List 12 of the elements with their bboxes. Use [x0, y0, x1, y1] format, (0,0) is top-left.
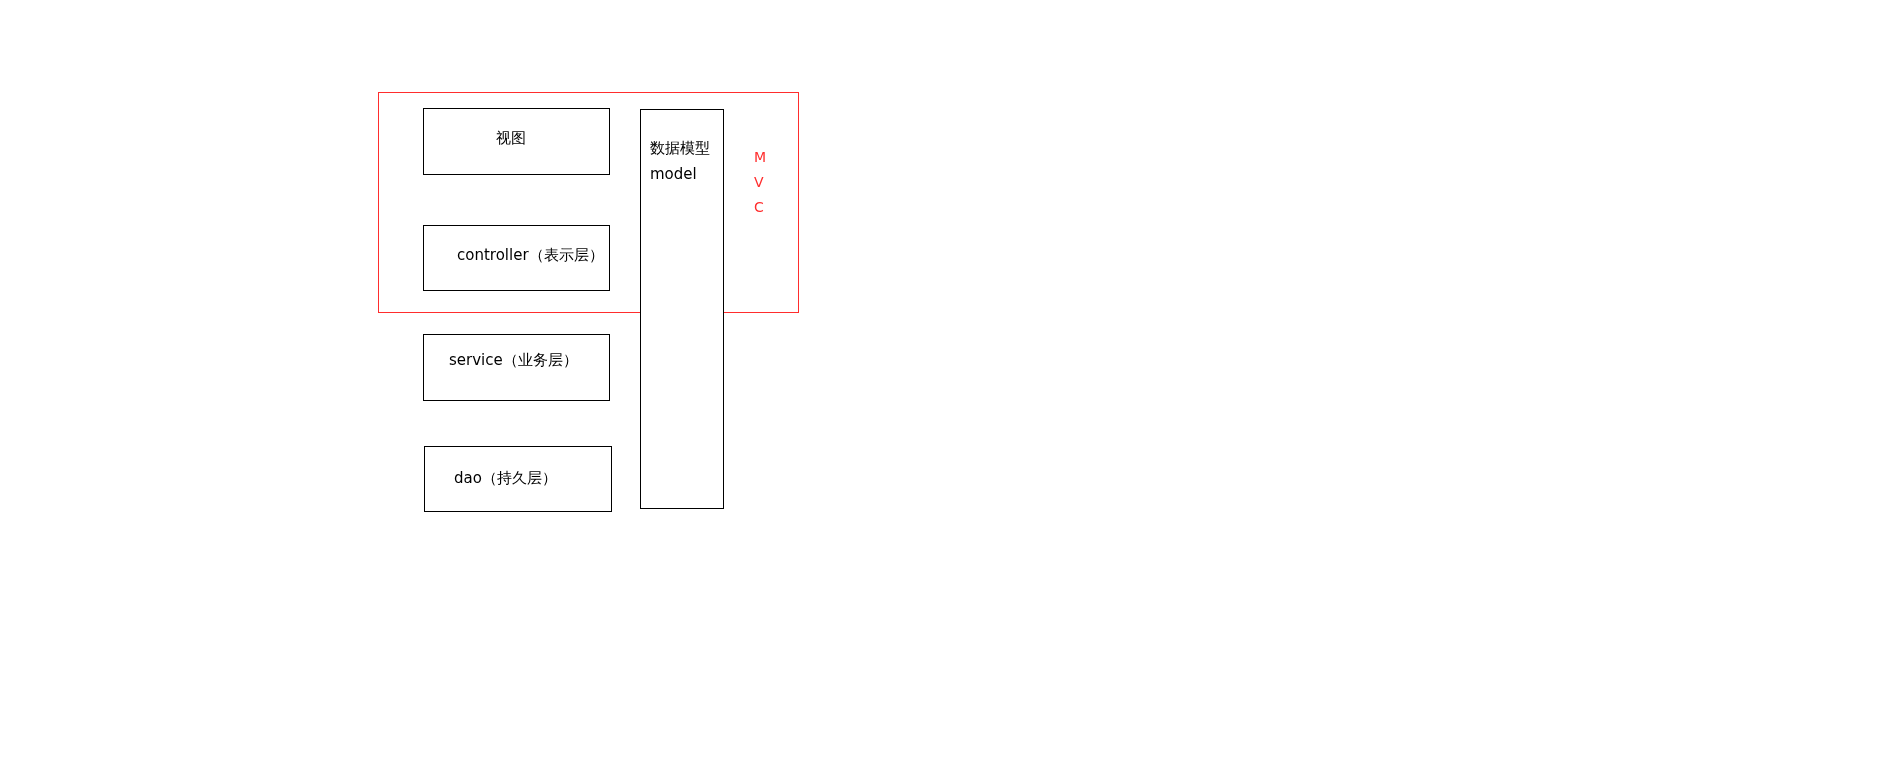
layer-box — [424, 446, 612, 512]
layer-box — [423, 334, 610, 401]
layer-box — [423, 225, 610, 291]
box-label: dao（持久层） — [454, 469, 557, 488]
group-label: M V C — [754, 148, 766, 217]
group-frame — [378, 92, 799, 313]
box-label: controller（表示层） — [457, 246, 604, 265]
box-label: 数据模型 model — [650, 138, 711, 185]
box-label: service（业务层） — [449, 351, 578, 370]
layer-box — [423, 108, 610, 175]
box-label: 视图 — [496, 129, 526, 148]
model-box — [640, 109, 724, 509]
